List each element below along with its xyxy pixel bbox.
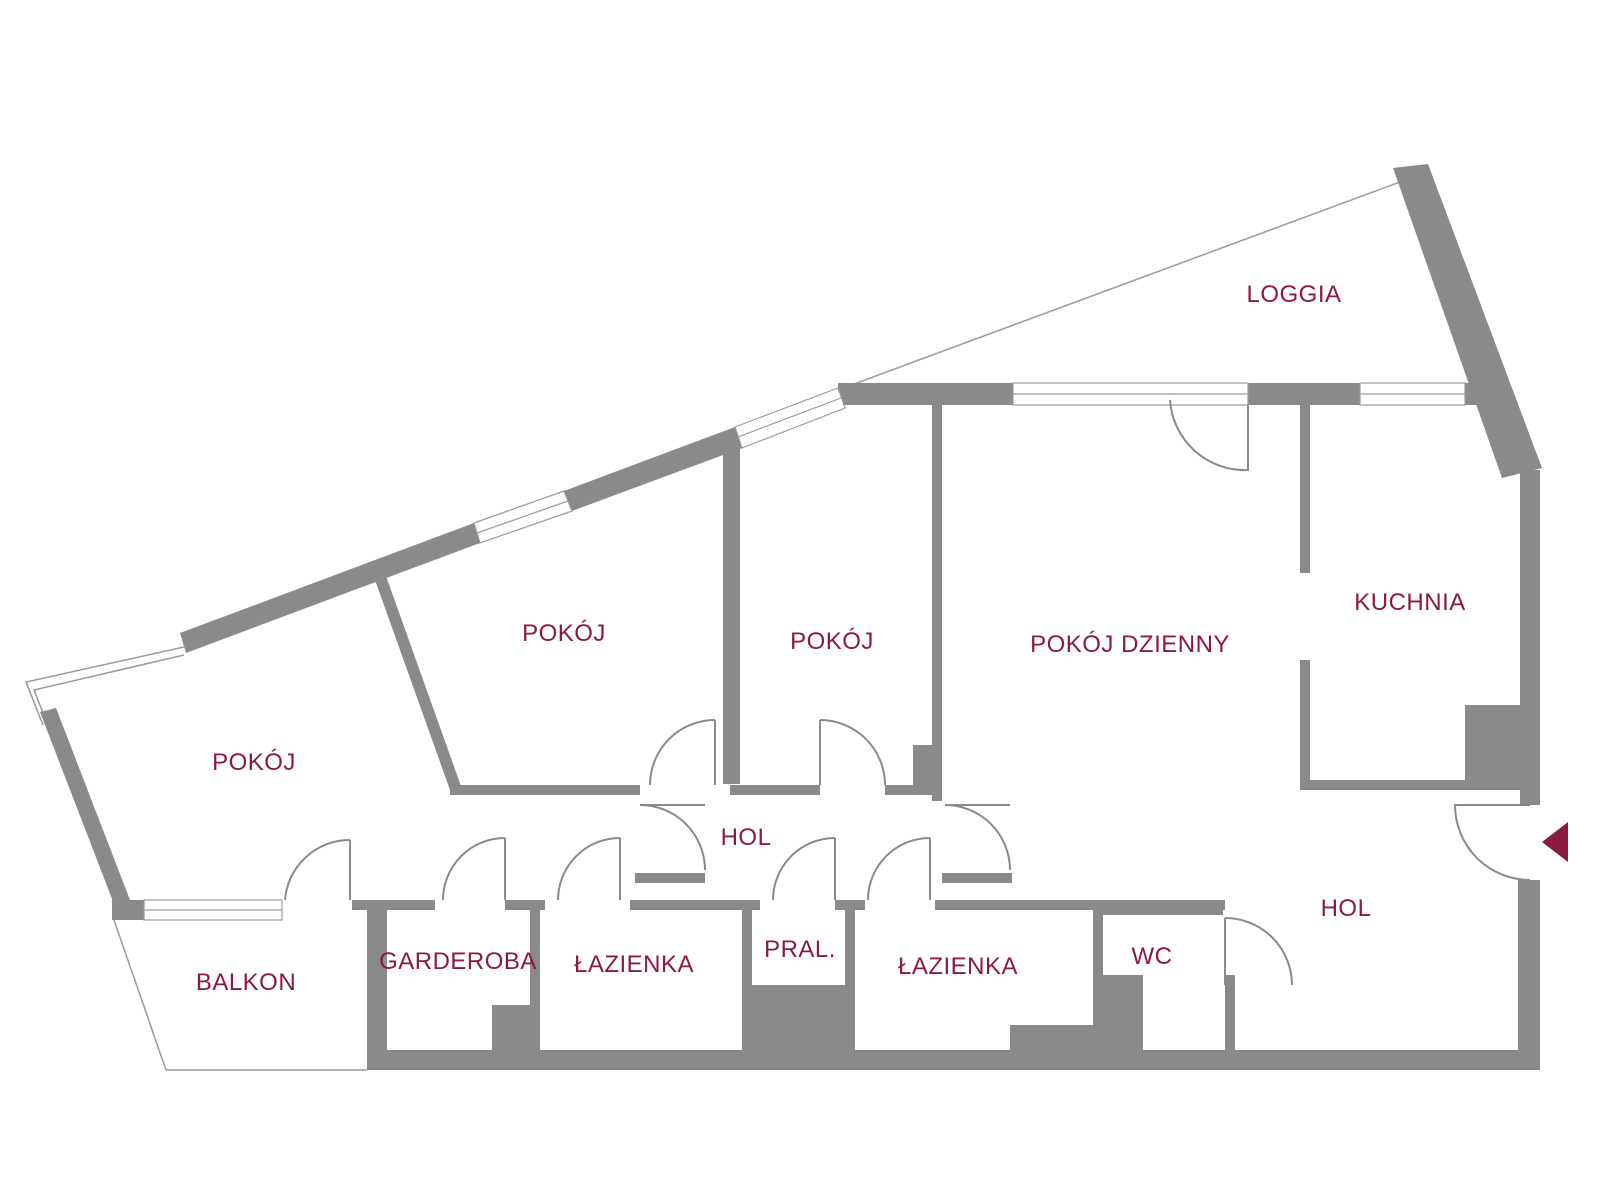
room-label-wc: WC: [1131, 943, 1173, 970]
room-label-pokoj-upper: POKÓJ: [522, 620, 606, 647]
room-label-pokoj-left: POKÓJ: [212, 749, 296, 776]
room-label-hol-center: HOL: [720, 824, 772, 851]
windows: [143, 382, 1466, 921]
room-label-lazienka-left: ŁAZIENKA: [573, 951, 695, 978]
room-label-garderoba: GARDEROBA: [379, 948, 537, 975]
entrance-arrow-icon: [1542, 822, 1568, 862]
outdoor-outlines: [24, 181, 1401, 1071]
room-label-pokoj-dzienny: POKÓJ DZIENNY: [1030, 631, 1230, 658]
room-label-hol-right: HOL: [1320, 895, 1372, 922]
room-label-lazienka-right: ŁAZIENKA: [897, 953, 1019, 980]
room-label-kuchnia: KUCHNIA: [1354, 589, 1466, 616]
walls: [40, 164, 1542, 1070]
room-label-pokoj-middle: POKÓJ: [790, 628, 874, 655]
room-label-loggia: LOGGIA: [1246, 281, 1342, 308]
room-label-balkon: BALKON: [195, 969, 297, 996]
doors: [284, 399, 1531, 986]
room-label-pralnia: PRAL.: [764, 936, 836, 963]
